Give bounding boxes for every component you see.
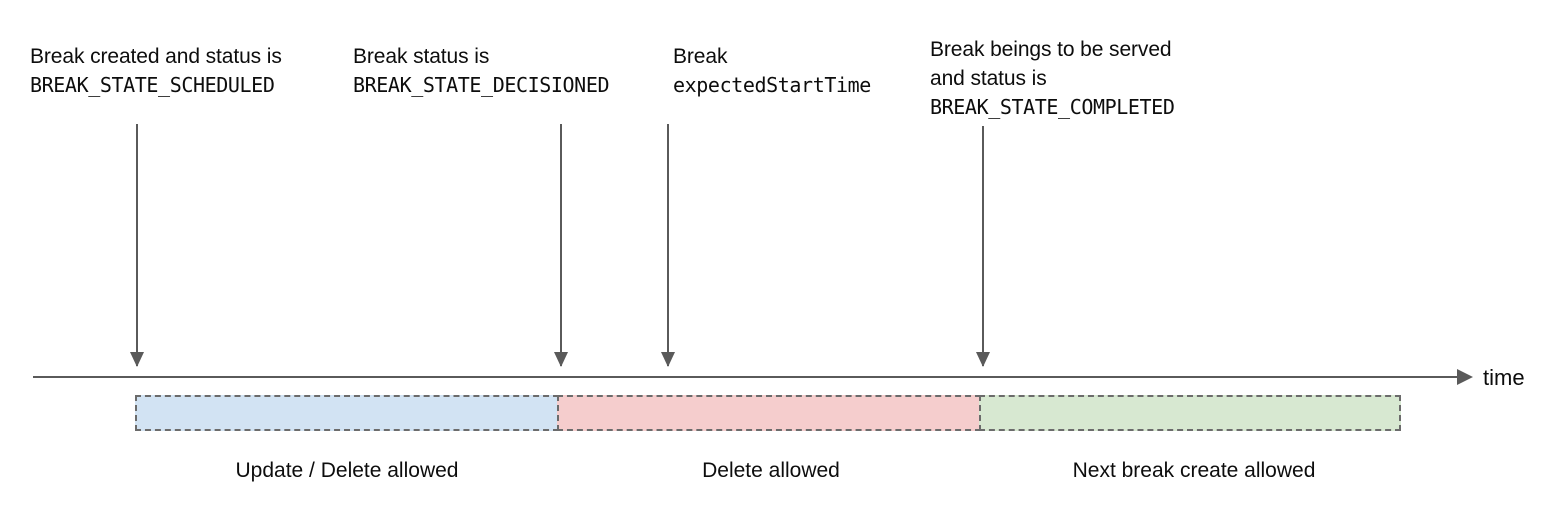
annotation-line: Break: [673, 45, 728, 68]
phase-segment-completed-phase: [979, 395, 1401, 431]
phase-caption-decisioned: Delete allowed: [702, 459, 840, 482]
arrow-head-right-icon: [1457, 369, 1473, 385]
phase-segment-decisioned-phase: [557, 395, 981, 431]
marker-arrow-completed: [976, 126, 990, 367]
annotation-line: Break created and status is: [30, 45, 282, 68]
annotation-line: BREAK_STATE_DECISIONED: [353, 73, 610, 97]
arrow-shaft: [560, 124, 562, 366]
phase-segment-scheduled-phase: [135, 395, 559, 431]
phase-caption-completed: Next break create allowed: [1072, 459, 1316, 482]
phase-caption-scheduled: Update / Delete allowed: [235, 459, 459, 482]
annotation-completed: Break beings to be served and status is BR…: [930, 35, 1175, 122]
annotation-line: BREAK_STATE_SCHEDULED: [30, 73, 275, 97]
marker-arrow-scheduled: [130, 124, 144, 367]
annotation-line: BREAK_STATE_COMPLETED: [930, 95, 1175, 119]
arrow-head-down-icon: [554, 352, 568, 367]
arrow-shaft: [667, 124, 669, 366]
annotation-line: and status is: [930, 67, 1047, 90]
arrow-head-down-icon: [130, 352, 144, 367]
time-axis-line: [33, 376, 1465, 378]
annotation-expected-start-time: Break expectedStartTime: [673, 42, 871, 100]
phase-bar: [135, 395, 1401, 431]
arrow-head-down-icon: [976, 352, 990, 367]
marker-arrow-expected-start-time: [661, 124, 675, 367]
annotation-scheduled: Break created and status is BREAK_STATE_S…: [30, 42, 282, 100]
annotation-decisioned: Break status is BREAK_STATE_DECISIONED: [353, 42, 610, 100]
time-axis-label: time: [1483, 365, 1525, 390]
annotation-line: expectedStartTime: [673, 73, 871, 97]
arrow-head-down-icon: [661, 352, 675, 367]
annotation-line: Break status is: [353, 45, 490, 68]
marker-arrow-decisioned: [554, 124, 568, 367]
annotation-line: Break beings to be served: [930, 38, 1172, 61]
arrow-shaft: [136, 124, 138, 366]
arrow-shaft: [982, 126, 984, 366]
